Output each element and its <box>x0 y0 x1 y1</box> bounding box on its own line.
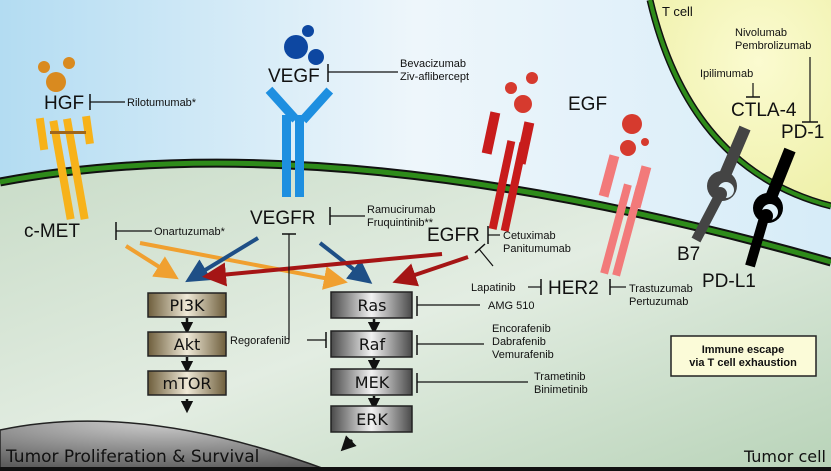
akt-box <box>147 331 227 357</box>
t-cell-membrane <box>648 0 831 208</box>
pi3k-label: PI3K <box>169 296 205 315</box>
arrow-vegfr-ras <box>318 241 373 284</box>
fruquintinib-label: Fruquintinib** <box>367 217 434 229</box>
cmet-label: c-MET <box>24 221 80 242</box>
pdl1-ligand <box>745 147 796 268</box>
immune-note-line1: Immune escape <box>702 344 785 356</box>
panitumumab-label: Panitumumab <box>503 243 571 255</box>
nivolumab-label: Nivolumab <box>735 27 787 39</box>
trastuzumab-label: Trastuzumab <box>629 283 693 295</box>
dabrafenib-label: Dabrafenib <box>492 336 546 348</box>
egf-ligand-2 <box>620 114 649 156</box>
mtor-box <box>147 370 227 396</box>
onartuzumab-label: Onartuzumab* <box>154 226 226 238</box>
rilotumumab-label: Rilotumumab* <box>127 97 197 109</box>
pembrolizumab-label: Pembrolizumab <box>735 40 811 52</box>
bottom-border <box>0 467 831 471</box>
binimetinib-label: Binimetinib <box>534 384 588 396</box>
erk-box <box>330 405 413 433</box>
lapatinib-label: Lapatinib <box>471 282 516 294</box>
trametinib-label: Trametinib <box>534 371 586 383</box>
egf-label: EGF <box>568 94 607 115</box>
egfr-label: EGFR <box>427 225 480 246</box>
tumor-cell-label: Tumor cell <box>743 447 826 466</box>
mek-box <box>330 368 413 396</box>
pertuzumab-label: Pertuzumab <box>629 296 688 308</box>
hgf-label: HGF <box>44 93 84 114</box>
erk-label: ERK <box>356 410 388 429</box>
vegfr-receptor <box>265 86 334 197</box>
encorafenib-label: Encorafenib <box>492 323 551 335</box>
signal-arrows <box>124 236 469 290</box>
vemurafenib-label: Vemurafenib <box>492 349 554 361</box>
raf-box <box>330 330 413 358</box>
cetuximab-label: Cetuximab <box>503 230 556 242</box>
bevacizumab-label: Bevacizumab <box>400 58 466 70</box>
raf-label: Raf <box>359 335 386 354</box>
ziv-aflibercept-label: Ziv-aflibercept <box>400 71 469 83</box>
ras-label: Ras <box>358 296 387 315</box>
arrow-cmet-ras <box>139 241 348 290</box>
pd1-label: PD-1 <box>781 122 824 143</box>
hgf-ligand <box>38 57 75 92</box>
amg510-label: AMG 510 <box>488 300 534 312</box>
arrow-egfr-ras <box>392 255 469 287</box>
vegf-ligand <box>284 25 324 65</box>
b7-ligand <box>691 125 751 243</box>
ras-box <box>330 291 413 319</box>
immune-note-line2: via T cell exhaustion <box>689 357 797 369</box>
mtor-label: mTOR <box>162 374 211 393</box>
t-cell-label: T cell <box>662 4 693 19</box>
b7-label: B7 <box>677 244 700 265</box>
mapk-inhibitors: AMG 510 Encorafenib Dabrafenib Vemurafen… <box>416 296 588 396</box>
proliferation-label: Tumor Proliferation & Survival <box>5 447 259 467</box>
pdl1-label: PD-L1 <box>702 271 756 292</box>
pi3k-box <box>147 292 227 318</box>
lapatinib-egfr-inhibition <box>478 248 494 267</box>
ramucirumab-label: Ramucirumab <box>367 204 435 216</box>
immune-escape-note: Immune escape via T cell exhaustion <box>670 335 817 377</box>
vegf-label: VEGF <box>268 66 320 87</box>
proliferation-region <box>0 420 331 471</box>
pi3k-pathway: PI3K Akt mTOR <box>147 292 227 414</box>
egfr-receptor <box>481 111 535 232</box>
mapk-pathway: Ras Raf MEK ERK <box>330 291 413 452</box>
akt-label: Akt <box>174 335 200 354</box>
vegfr-label: VEGFR <box>250 208 315 229</box>
ctla4-label: CTLA-4 <box>731 100 797 121</box>
arrow-cmet-pi3k <box>124 244 179 280</box>
ipilimumab-label: Ipilimumab <box>700 68 753 80</box>
egf-ligand-1 <box>505 72 538 113</box>
regorafenib-label: Regorafenib <box>230 335 290 347</box>
her2-receptor <box>598 154 652 277</box>
cmet-receptor <box>35 115 94 220</box>
arrow-egfr-pi3k <box>202 252 443 287</box>
mek-label: MEK <box>355 373 390 392</box>
her2-label: HER2 <box>548 278 599 299</box>
tumor-membrane <box>0 160 831 265</box>
